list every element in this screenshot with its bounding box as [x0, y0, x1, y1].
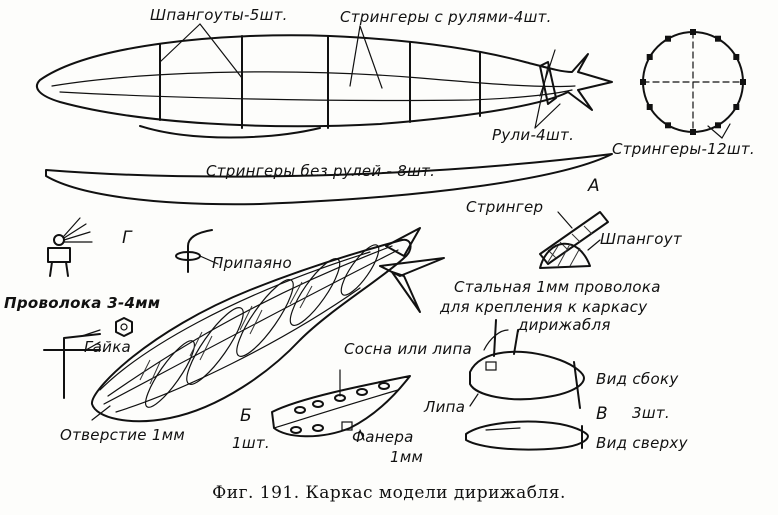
stringer-mark — [733, 104, 740, 110]
stringer-mark — [740, 79, 746, 85]
gondola — [271, 369, 411, 441]
label-nut: Гайка — [84, 338, 132, 356]
label-plywood-1: Фанера — [352, 428, 414, 446]
stringer-mark — [690, 29, 696, 35]
label-steel-wire-1: Стальная 1мм проволока — [454, 278, 661, 296]
label-stringer: Стрингер — [466, 198, 544, 216]
label-soldered: Припаяно — [212, 254, 292, 272]
stringer-mark — [640, 79, 646, 85]
engine-pod-top — [465, 420, 589, 451]
frame-3d-view — [91, 227, 445, 423]
label-hole: Отверстие 1мм — [60, 426, 185, 444]
stringer-mark — [733, 54, 740, 60]
stringer-mark — [690, 129, 696, 135]
stringer-frame-joint — [539, 211, 609, 269]
letter-v: В — [596, 404, 608, 424]
frame-cross-section — [640, 29, 746, 139]
label-count-1: 1шт. — [232, 434, 270, 452]
label-plywood-2: 1мм — [390, 448, 424, 466]
label-pine-or-linden: Сосна или липа — [344, 340, 473, 358]
label-stringers-12: Стрингеры-12шт. — [612, 140, 755, 158]
label-stringers-with-rudders: Стрингеры с рулями-4шт. — [340, 8, 552, 26]
figure-caption: Фиг. 191. Каркас модели дирижабля. — [212, 483, 566, 503]
label-steel-wire-2: для крепления к каркасу — [440, 298, 648, 316]
stringer-mark — [715, 122, 721, 129]
stringer-mark — [715, 35, 721, 42]
label-top-view: Вид сверху — [596, 434, 688, 452]
stringer-mark — [646, 54, 653, 60]
label-steel-wire-3: дирижабля — [518, 316, 611, 334]
label-wire: Проволока 3-4мм — [4, 294, 161, 312]
label-frames-5: Шпангоуты-5шт. — [150, 6, 288, 24]
letter-a: А — [588, 176, 600, 196]
frame-side-view — [35, 23, 613, 139]
label-linden: Липа — [424, 398, 466, 416]
stringer-mark — [665, 122, 671, 129]
detail-g — [43, 217, 219, 399]
label-side-view: Вид сбоку — [596, 370, 679, 388]
stringer-piece — [45, 153, 613, 206]
label-stringers-no-rudders: Стрингеры без рулей - 8шт. — [206, 162, 436, 180]
letter-b: Б — [240, 406, 252, 426]
stringer-mark — [665, 35, 671, 42]
label-count-3: 3шт. — [632, 404, 670, 422]
stringer-mark — [646, 104, 653, 110]
label-rudders: Рули-4шт. — [492, 126, 575, 144]
label-frame: Шпангоут — [600, 230, 682, 248]
letter-g: Г — [122, 228, 132, 248]
engine-pod-side — [469, 319, 585, 409]
